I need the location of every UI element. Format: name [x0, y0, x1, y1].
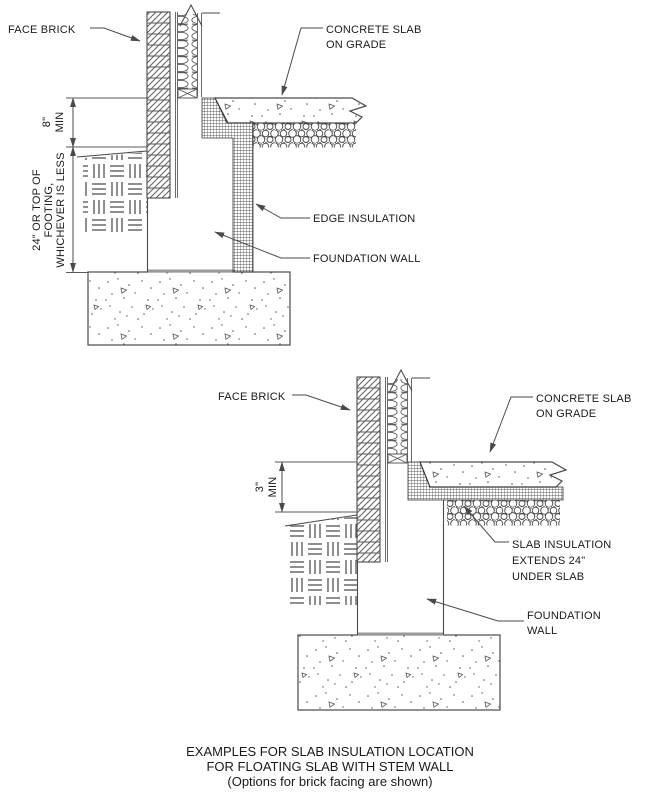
leader-concrete-slab: [281, 27, 323, 96]
brick-course-joints: [357, 387, 380, 554]
bottom-detail: 3" MIN FACE BRICK CONCRETE SLAB ON GRADE…: [218, 368, 632, 711]
label-slab-insulation-3: UNDER SLAB: [512, 571, 584, 583]
label-face-brick: FACE BRICK: [218, 391, 286, 403]
label-foundation-wall-1: FOUNDATION: [527, 610, 601, 622]
batt-insulation: [178, 14, 197, 89]
label-foundation-wall: FOUNDATION WALL: [313, 253, 421, 265]
face-brick-wall: [146, 11, 171, 199]
footing: [87, 271, 291, 346]
concrete-slab: [214, 97, 368, 124]
gravel-fill: [253, 123, 356, 148]
label-slab-insulation-2: EXTENDS 24": [512, 555, 585, 567]
leader-slab-insulation: [463, 505, 509, 543]
leader-concrete-slab: [489, 396, 533, 453]
dim-8-unit: MIN: [54, 112, 66, 133]
leader-foundation-wall: [214, 231, 310, 259]
caption-line-1: EXAMPLES FOR SLAB INSULATION LOCATION: [186, 744, 474, 759]
dim-3-value: 3": [254, 482, 266, 492]
edge-insulation-hatch: [201, 97, 254, 273]
face-brick-wall: [356, 376, 381, 563]
frame-wall: [175, 3, 220, 198]
label-concrete-slab-2: ON GRADE: [326, 39, 386, 51]
dim-3-unit: MIN: [267, 477, 279, 498]
batt-insulation: [388, 379, 407, 454]
grade-line: [76, 150, 148, 158]
label-concrete-slab-1: CONCRETE SLAB: [536, 393, 632, 405]
label-slab-insulation-1: SLAB INSULATION: [512, 539, 611, 551]
frame-wall: [385, 368, 430, 562]
earth-hatch: [83, 152, 147, 233]
earth-hatch: [290, 516, 357, 605]
caption-line-3: (Options for brick facing are shown): [227, 774, 432, 789]
dim-24-line2: FOOTING,: [43, 183, 55, 238]
wall-break-arrow: [179, 3, 220, 27]
dimension-3in-min: 3" MIN: [254, 461, 357, 513]
leader-foundation-wall: [426, 598, 524, 622]
leader-edge-insulation: [255, 203, 310, 219]
concrete-slab: [419, 461, 568, 488]
grade-line: [284, 514, 358, 527]
dimension-24in-footing: 24" OR TOP OF FOOTING, WHICHEVER IS LESS: [31, 146, 88, 273]
label-concrete-slab-1: CONCRETE SLAB: [326, 24, 422, 36]
leader-face-brick: [292, 394, 351, 411]
wall-break-arrow: [389, 368, 430, 392]
top-detail: 8" MIN 24" OR TOP OF FOOTING, WHICHEVER …: [8, 3, 422, 346]
dimension-8in-min: 8" MIN: [41, 97, 147, 148]
dim-24-line3: WHICHEVER IS LESS: [55, 152, 67, 267]
leader-face-brick: [90, 27, 141, 42]
dim-8-value: 8": [41, 117, 53, 127]
brick-course-joints: [147, 22, 170, 189]
slab-insulation-hatch: [407, 461, 564, 501]
figure-caption: EXAMPLES FOR SLAB INSULATION LOCATION FO…: [186, 744, 474, 789]
label-face-brick: FACE BRICK: [8, 24, 76, 36]
sill-plate: [177, 88, 198, 99]
sill-plate: [387, 453, 408, 464]
label-foundation-wall-2: WALL: [527, 625, 557, 637]
label-concrete-slab-2: ON GRADE: [536, 408, 596, 420]
footing: [297, 634, 501, 711]
label-edge-insulation: EDGE INSULATION: [313, 213, 415, 225]
caption-line-2: FOR FLOATING SLAB WITH STEM WALL: [206, 759, 453, 774]
dim-24-line1: 24" OR TOP OF: [31, 169, 43, 251]
gravel-fill: [447, 500, 560, 526]
